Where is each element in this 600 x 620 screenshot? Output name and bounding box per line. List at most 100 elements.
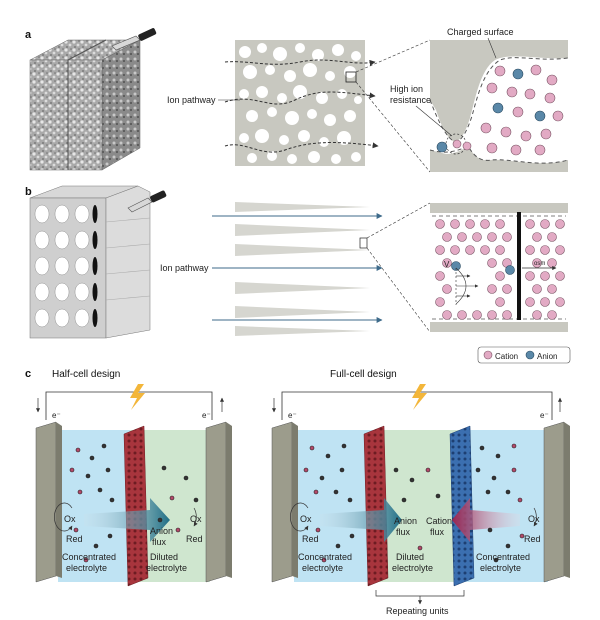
electrolyte-ion <box>333 489 339 495</box>
half-ox-left: Ox <box>64 514 76 524</box>
electrolyte-ion <box>425 467 431 473</box>
cation-ion <box>442 284 452 294</box>
cation-ion <box>435 219 445 229</box>
electrolyte-ion <box>321 557 327 563</box>
cation-ion <box>540 219 550 229</box>
panel-a-ion-pathway-label: Ion pathway <box>167 95 216 105</box>
full-red-right: Red <box>524 534 541 544</box>
electrolyte-ion <box>69 467 75 473</box>
half-cell-title: Half-cell design <box>52 369 120 380</box>
electrolyte-ion <box>517 497 523 503</box>
half-anion-flux-1: Anion <box>150 526 173 536</box>
electrolyte-ion <box>109 497 115 503</box>
electrolyte-ion <box>409 477 415 483</box>
panel-b-letter: b <box>25 186 32 198</box>
half-diluted-2: electrolyte <box>146 563 187 573</box>
electrolyte-ion <box>417 545 423 551</box>
cation-ion <box>540 297 550 307</box>
zoom-line <box>366 202 431 239</box>
cation-ion <box>450 219 460 229</box>
velocity-annotation <box>455 265 557 305</box>
full-concentrated-right-2: electrolyte <box>480 563 521 573</box>
cation-ion <box>532 284 542 294</box>
half-anion-flux-2: flux <box>152 537 167 547</box>
cation-ion <box>442 310 452 320</box>
knife-icon <box>127 190 167 213</box>
velocity-v-label: V <box>444 260 450 269</box>
lightning-icon <box>412 384 427 410</box>
full-cell-title: Full-cell design <box>330 369 397 380</box>
electrolyte-ion <box>157 517 163 523</box>
legend-anion-swatch <box>525 350 535 360</box>
cation-ion <box>457 310 467 320</box>
panel-c-letter: c <box>25 368 31 380</box>
electrolyte-ion <box>77 489 83 495</box>
electrolyte-ion <box>479 445 485 451</box>
electrolyte-ion <box>193 497 199 503</box>
cation-ion <box>525 245 535 255</box>
electrolyte-ion <box>303 467 309 473</box>
legend-anion-label: Anion <box>537 352 557 361</box>
cation-ion <box>532 310 542 320</box>
electrolyte-ion <box>101 443 107 449</box>
cation-ion <box>487 310 497 320</box>
electrolyte-ion <box>73 527 79 533</box>
cation-ion <box>495 245 505 255</box>
electrolyte-ion <box>335 543 341 549</box>
cation-ion <box>472 232 482 242</box>
cation-ion <box>480 245 490 255</box>
electrolyte-ion <box>75 447 81 453</box>
repeating-units-label: Repeating units <box>386 606 449 616</box>
cation-ion <box>532 258 542 268</box>
full-e-right: e⁻ <box>540 411 549 420</box>
legend <box>477 346 571 364</box>
electrolyte-ion <box>175 527 181 533</box>
aligned-channels <box>212 202 383 336</box>
electrolyte-ion <box>519 533 525 539</box>
electrolyte-ion <box>495 453 501 459</box>
cation-ion <box>435 297 445 307</box>
half-concentrated-2: electrolyte <box>66 563 107 573</box>
osm-label: osm <box>534 261 545 267</box>
zoom-line <box>355 81 431 173</box>
full-red-left: Red <box>302 534 319 544</box>
cation-ion <box>487 258 497 268</box>
electrolyte-ion <box>511 467 517 473</box>
zoomed-channel <box>430 203 568 332</box>
zoom-line <box>355 39 431 73</box>
electrolyte-ion <box>315 527 321 533</box>
cation-ion <box>465 219 475 229</box>
cation-ion <box>525 271 535 281</box>
full-anion-flux-2: flux <box>396 527 411 537</box>
cation-ion <box>472 310 482 320</box>
panel-a-letter: a <box>25 29 32 41</box>
cation-ion <box>502 310 512 320</box>
cation-ion <box>495 219 505 229</box>
electrolyte-ion <box>487 527 493 533</box>
full-ox-left: Ox <box>300 514 312 524</box>
electrolyte-ion <box>491 475 497 481</box>
cation-ion <box>435 271 445 281</box>
lightning-icon <box>130 384 145 410</box>
cation-ion <box>525 297 535 307</box>
zoomed-pore-ions <box>436 64 564 156</box>
cation-ion <box>495 271 505 281</box>
cation-ion <box>442 232 452 242</box>
porous-cross-section <box>224 40 379 166</box>
half-cell-diagram <box>35 391 232 587</box>
electrolyte-ion <box>93 543 99 549</box>
knife-icon <box>111 28 157 51</box>
legend-cation-swatch <box>483 350 493 360</box>
cation-ion <box>540 245 550 255</box>
high-ion-resistance-label-2: resistance <box>390 95 431 105</box>
cation-ion <box>457 232 467 242</box>
cation-ion <box>555 219 565 229</box>
charged-surface-leader <box>487 37 497 59</box>
cation-ion <box>465 245 475 255</box>
anion-ion <box>451 261 461 271</box>
half-ox-right: Ox <box>190 514 202 524</box>
electrolyte-ion <box>493 557 499 563</box>
cation-ion <box>450 245 460 255</box>
cation-ion <box>532 232 542 242</box>
